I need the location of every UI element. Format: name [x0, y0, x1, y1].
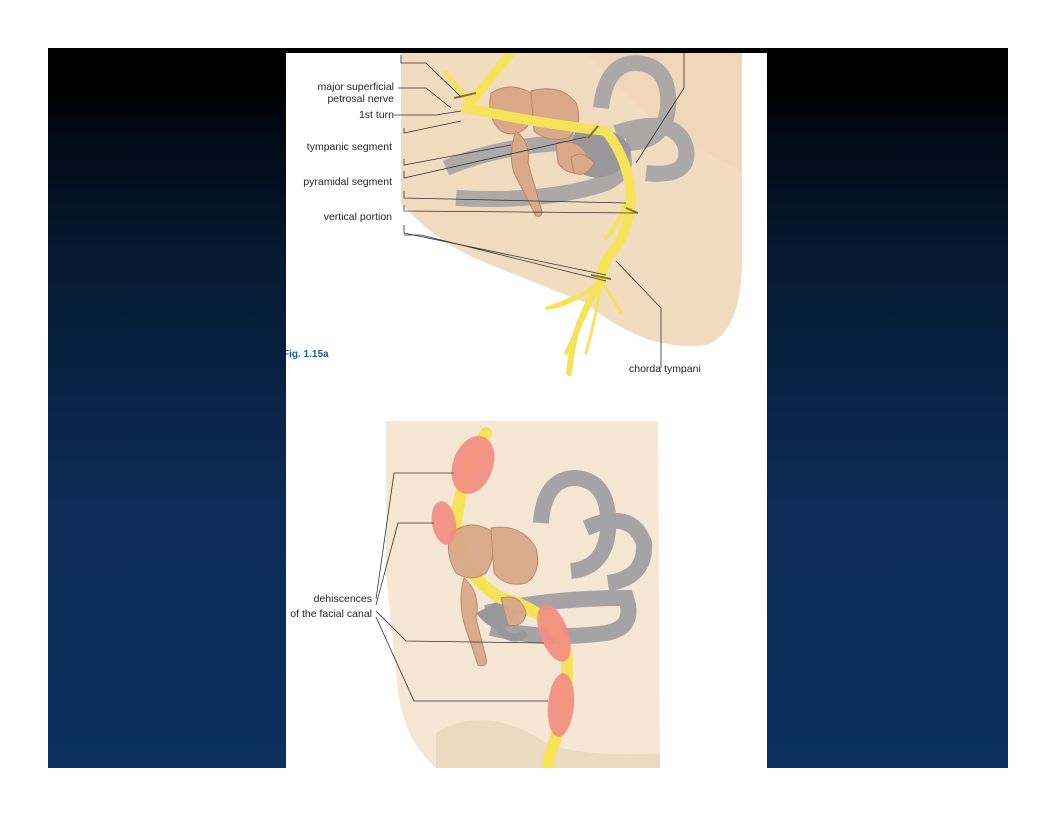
segment-marks [453, 92, 639, 280]
dehiscences [431, 435, 575, 737]
label-first-turn: 1st turn [358, 109, 394, 121]
ossicles [489, 86, 595, 217]
facial-nerve [443, 53, 636, 376]
label-pyramidal-segment: pyramidal segment [303, 176, 392, 188]
label-dehiscences-line2: of the facial canal [290, 608, 372, 620]
label-chorda-tympani: chorda tympani [629, 363, 701, 375]
ossicles-b [447, 524, 539, 667]
label-major-superficial-line2: petrosal nerve [327, 93, 394, 105]
label-major-superficial-line1: major superficial [317, 81, 394, 93]
leader-lines [394, 53, 685, 368]
leader-lines-b [375, 472, 548, 702]
label-vertical-portion: vertical portion [323, 211, 392, 223]
figure-a-illustration [394, 53, 742, 376]
label-dehiscences-line1: dehiscences [313, 593, 372, 605]
figure-panel: major superficial petrosal nerve 1st tur… [286, 53, 767, 768]
figure-caption: Fig. 1.15a [286, 349, 329, 360]
figure-b-illustration [375, 421, 660, 768]
label-tympanic-segment: tympanic segment [306, 141, 392, 153]
